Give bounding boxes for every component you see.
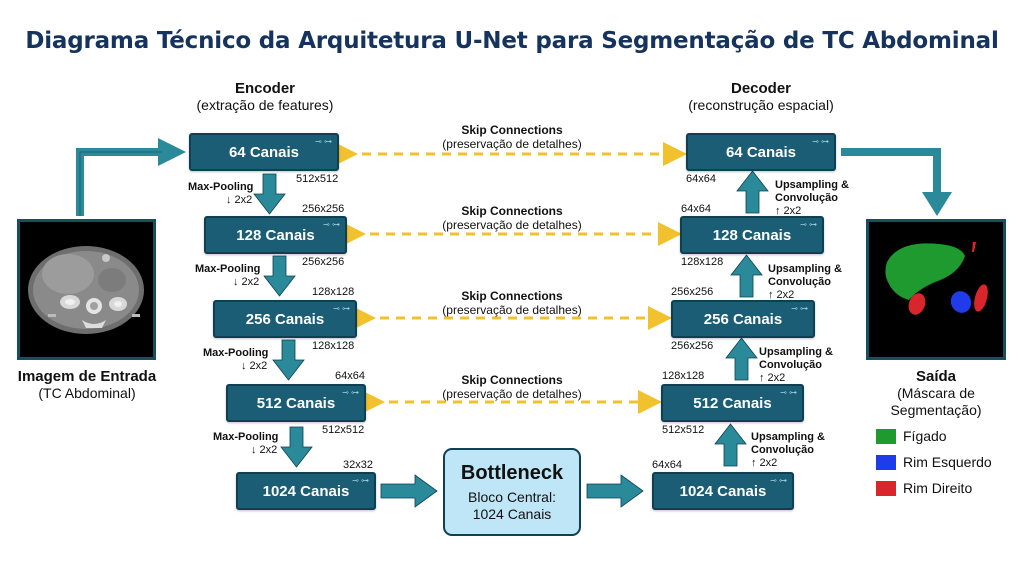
decoder-dim-6: 128x128: [662, 370, 705, 382]
encoder-dim-1: 512x512: [296, 173, 339, 185]
decoder-dim-7: 512x512: [662, 424, 705, 436]
pooling-label-4: Max-Pooling↓ 2x2: [213, 431, 279, 456]
decoder-title: Decoder: [730, 80, 792, 97]
input-arrow: [76, 148, 162, 216]
input-title: Imagem de Entrada: [17, 368, 157, 385]
input-arrow-head: [158, 138, 186, 166]
encoder-dim-4: 128x128: [312, 286, 355, 298]
output-line-1: (Máscara de: [897, 385, 975, 401]
encoder-block-1024: ⊸ ⊶1024 Canais: [236, 472, 376, 510]
encoder-dim-6: 64x64: [335, 370, 365, 382]
legend-swatch-right-kidney: [876, 480, 896, 496]
encoder-heading: Encoder (extração de features): [185, 80, 345, 114]
encoder-dim-8: 32x32: [343, 459, 373, 471]
skip-label-3: Skip Connections(preservação de detalhes…: [442, 289, 582, 317]
bottleneck-line-1: Bloco Central:: [468, 489, 556, 505]
decoder-block-64: ⊸ ⊶64 Canais: [686, 133, 836, 171]
decoder-dim-1: 64x64: [686, 173, 716, 185]
pooling-label-1: Max-Pooling↓ 2x2: [188, 181, 254, 206]
upsampling-arrows: [714, 170, 769, 467]
legend-swatch-liver: [876, 428, 896, 444]
legend-item-left-kidney: Rim Esquerdo: [876, 454, 992, 470]
decoder-dim-4: 256x256: [671, 286, 714, 298]
output-arrow: [841, 148, 941, 196]
output-title: Saída: [915, 368, 957, 385]
encoder-block-256: ⊸ ⊶256 Canais: [213, 300, 357, 338]
bottleneck-title: Bottleneck: [460, 462, 564, 484]
output-arrow-head: [922, 192, 952, 216]
bottleneck-block: Bottleneck Bloco Central: 1024 Canais: [443, 448, 581, 536]
skip-label-4: Skip Connections(preservação de detalhes…: [442, 373, 582, 401]
output-caption: Saída (Máscara de Segmentação): [868, 368, 1004, 419]
decoder-subtitle: (reconstrução espacial): [688, 97, 834, 113]
upsampling-label-2: Upsampling &Convolução↑ 2x2: [768, 263, 842, 301]
upsampling-label-1: Upsampling &Convolução↑ 2x2: [775, 179, 849, 217]
legend-label-left-kidney: Rim Esquerdo: [903, 454, 992, 470]
diagram-title: Diagrama Técnico da Arquitetura U-Net pa…: [25, 28, 999, 54]
pooling-arrows: [253, 173, 313, 468]
decoder-dim-8: 64x64: [652, 459, 682, 471]
input-subtitle: (TC Abdominal): [38, 385, 136, 401]
decoder-block-512: ⊸ ⊶512 Canais: [661, 384, 804, 422]
encoder-subtitle: (extração de features): [196, 97, 334, 113]
decoder-block-1024: ⊸ ⊶1024 Canais: [652, 472, 794, 510]
upsampling-label-3: Upsampling &Convolução↑ 2x2: [759, 346, 833, 384]
legend-label-right-kidney: Rim Direito: [903, 480, 973, 496]
encoder-dim-2: 256x256: [302, 203, 345, 215]
skip-label-1: Skip Connections(preservação de detalhes…: [442, 123, 582, 151]
output-line-2: Segmentação): [890, 402, 982, 418]
encoder-title: Encoder: [234, 80, 295, 97]
decoder-dim-3: 128x128: [681, 256, 724, 268]
right-kidney-region: [908, 293, 926, 315]
segmentation-mask: [869, 222, 1003, 357]
left-kidney-region: [950, 291, 972, 313]
legend-item-right-kidney: Rim Direito: [876, 480, 972, 496]
input-caption: Imagem de Entrada (TC Abdominal): [10, 368, 164, 402]
skip-label-2: Skip Connections(preservação de detalhes…: [442, 204, 582, 232]
decoder-dim-5: 256x256: [671, 340, 714, 352]
skip-lines: [334, 142, 687, 414]
legend-swatch-left-kidney: [876, 454, 896, 470]
decoder-block-128: ⊸ ⊶128 Canais: [680, 216, 824, 254]
legend-item-liver: Fígado: [876, 428, 947, 444]
bottleneck-line-2: 1024 Canais: [472, 506, 552, 522]
encoder-block-128: ⊸ ⊶128 Canais: [204, 216, 347, 254]
bottleneck-arrows: [380, 474, 644, 508]
pooling-label-3: Max-Pooling↓ 2x2: [203, 347, 269, 372]
legend-label-liver: Fígado: [903, 428, 947, 444]
pooling-label-2: Max-Pooling↓ 2x2: [195, 263, 261, 288]
encoder-block-64: ⊸ ⊶64 Canais: [189, 133, 339, 171]
decoder-heading: Decoder (reconstrução espacial): [676, 80, 846, 114]
input-ct-image: [17, 219, 156, 360]
decoder-dim-2: 64x64: [681, 203, 711, 215]
encoder-dim-3: 256x256: [302, 256, 345, 268]
upsampling-label-4: Upsampling &Convolução↑ 2x2: [751, 431, 825, 469]
liver-region: [885, 243, 965, 300]
encoder-block-512: ⊸ ⊶512 Canais: [226, 384, 366, 422]
decoder-block-256: ⊸ ⊶256 Canais: [671, 300, 815, 338]
ct-scan-image: [20, 222, 153, 357]
output-mask-image: [866, 219, 1006, 360]
encoder-dim-7: 512x512: [322, 424, 365, 436]
encoder-dim-5: 128x128: [312, 340, 355, 352]
